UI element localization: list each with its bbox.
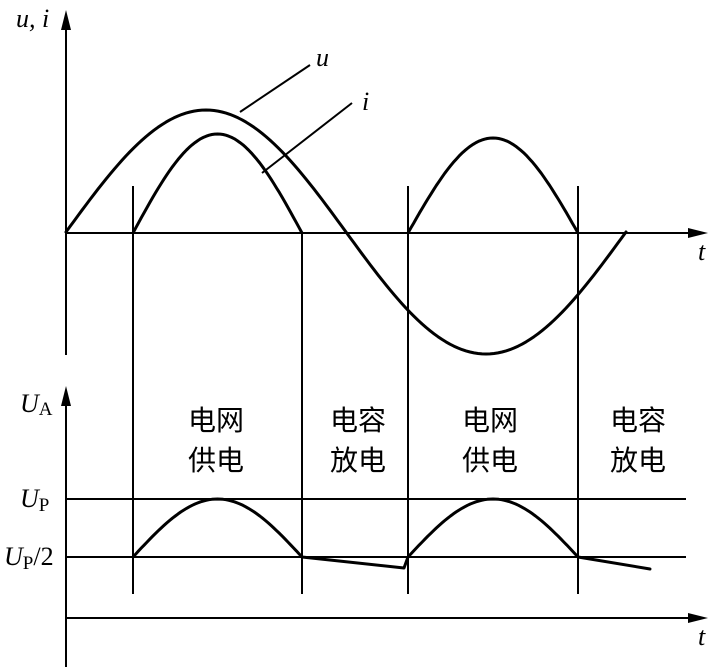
phase-4-line-1: 电容 <box>610 404 666 437</box>
phase-3-line-2: 供电 <box>462 444 518 477</box>
top-x-axis-label: t <box>698 237 706 266</box>
ua-charge-arc-2 <box>406 497 580 559</box>
ua-charge-arc-1 <box>131 497 304 559</box>
phase-4-line-2: 放电 <box>610 444 666 477</box>
phase-3-line-1: 电网 <box>462 404 518 437</box>
curve-i-label: i <box>362 87 369 116</box>
phase-1-line-2: 供电 <box>188 444 244 477</box>
bottom-y-axis-arrow <box>61 386 71 406</box>
level-up-label: UP <box>20 484 49 516</box>
phase-2-line-2: 放电 <box>330 444 386 477</box>
current-pulse-i-1 <box>131 132 304 235</box>
bottom-x-axis-label: t <box>698 622 706 651</box>
bottom-y-axis-label: UA <box>20 389 53 420</box>
current-pulse-i-2 <box>406 136 580 235</box>
top-y-axis-label: u, i <box>16 4 49 33</box>
top-y-axis-arrow <box>61 10 71 30</box>
phase-1-line-1: 电网 <box>188 404 244 437</box>
curve-u-label: u <box>316 43 329 72</box>
curve-i-leader <box>261 102 353 174</box>
voltage-curve-u <box>64 108 628 356</box>
curve-u-leader <box>239 64 311 113</box>
phase-2-line-1: 电容 <box>330 404 386 437</box>
ua-discharge-2 <box>576 555 652 571</box>
level-up-half-label: UP/2 <box>4 542 54 574</box>
top-x-axis-arrow <box>688 228 708 238</box>
bottom-x-axis-arrow <box>688 613 708 623</box>
ua-discharge-1 <box>300 555 410 570</box>
